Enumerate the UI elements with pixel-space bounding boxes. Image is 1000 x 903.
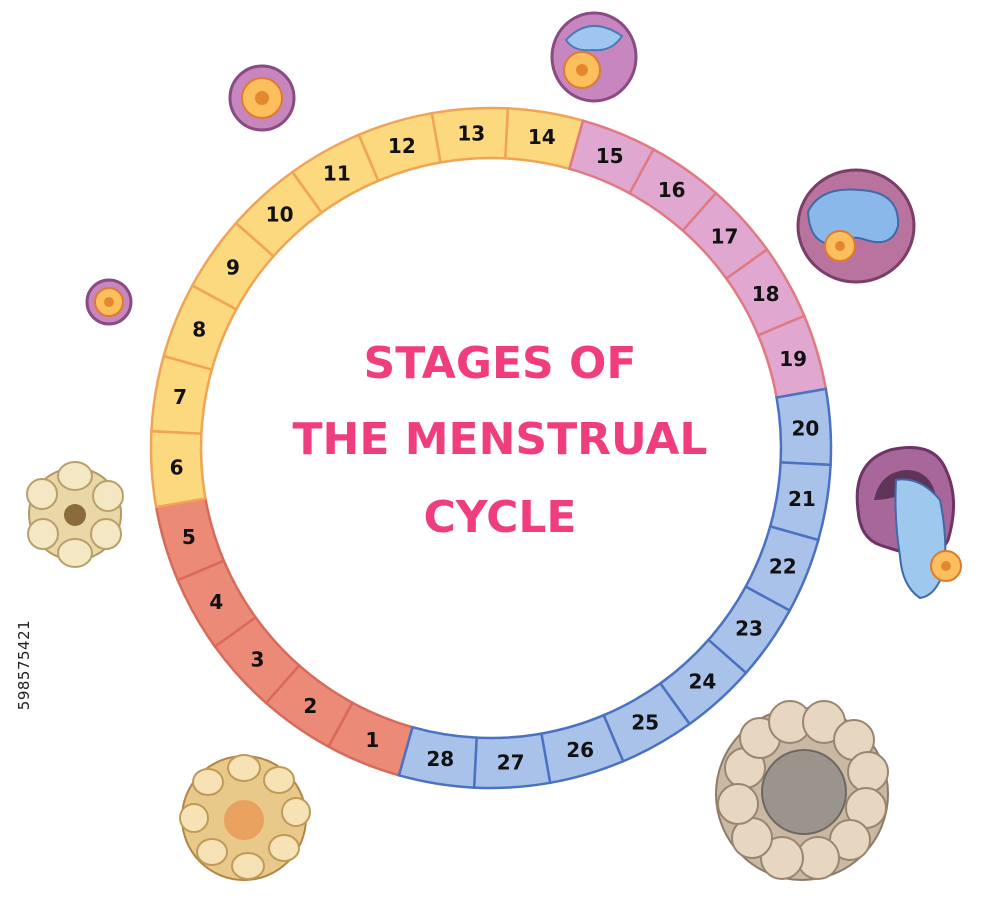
cycle-day-segment-28 bbox=[397, 725, 478, 789]
secondary-follicle-illustration bbox=[550, 11, 638, 103]
title-line-3: CYCLE bbox=[423, 492, 577, 543]
title-line-2: THE MENSTRUAL bbox=[292, 414, 708, 465]
cycle-day-label-6: 6 bbox=[170, 456, 184, 480]
cycle-day-label-21: 21 bbox=[788, 487, 816, 511]
cycle-day-label-16: 16 bbox=[658, 178, 686, 202]
cycle-day-label-9: 9 bbox=[226, 255, 240, 279]
cycle-day-label-3: 3 bbox=[251, 647, 265, 671]
cycle-day-label-11: 11 bbox=[323, 161, 351, 185]
cycle-day-label-5: 5 bbox=[182, 525, 196, 549]
corpus-albicans-illustration bbox=[26, 461, 124, 568]
cycle-day-label-24: 24 bbox=[688, 670, 716, 694]
stock-id-text: 598575421 bbox=[15, 619, 33, 711]
corpus-luteum-illustration bbox=[715, 700, 889, 881]
title-line-1: STAGES OF bbox=[363, 338, 637, 389]
cycle-day-label-19: 19 bbox=[779, 347, 807, 371]
cycle-day-label-23: 23 bbox=[735, 617, 763, 641]
small-egg-illustration bbox=[85, 278, 133, 326]
cycle-day-label-18: 18 bbox=[752, 282, 780, 306]
stock-id-watermark: 598575421 bbox=[4, 540, 44, 790]
degenerating-follicle-illustration bbox=[179, 754, 311, 881]
cycle-ring bbox=[149, 106, 833, 790]
cycle-day-label-10: 10 bbox=[266, 202, 294, 226]
cycle-day-label-27: 27 bbox=[497, 750, 525, 774]
cycle-day-label-22: 22 bbox=[769, 555, 797, 579]
cycle-day-label-25: 25 bbox=[631, 711, 659, 735]
graafian-follicle-illustration bbox=[796, 168, 916, 284]
cycle-day-label-13: 13 bbox=[457, 122, 485, 146]
primary-follicle-illustration bbox=[228, 64, 296, 132]
cycle-day-label-4: 4 bbox=[209, 590, 223, 614]
cycle-day-label-15: 15 bbox=[596, 144, 624, 168]
cycle-day-label-26: 26 bbox=[566, 738, 594, 762]
cycle-day-label-1: 1 bbox=[365, 728, 379, 752]
cycle-day-label-20: 20 bbox=[791, 416, 819, 440]
cycle-day-label-14: 14 bbox=[528, 125, 556, 149]
cycle-day-label-28: 28 bbox=[426, 747, 454, 771]
cycle-day-label-17: 17 bbox=[711, 225, 739, 249]
cycle-day-label-8: 8 bbox=[192, 317, 206, 341]
cycle-day-label-7: 7 bbox=[173, 385, 187, 409]
ovulation-illustration bbox=[855, 446, 962, 600]
cycle-day-label-12: 12 bbox=[388, 134, 416, 158]
cycle-day-label-2: 2 bbox=[303, 694, 317, 718]
